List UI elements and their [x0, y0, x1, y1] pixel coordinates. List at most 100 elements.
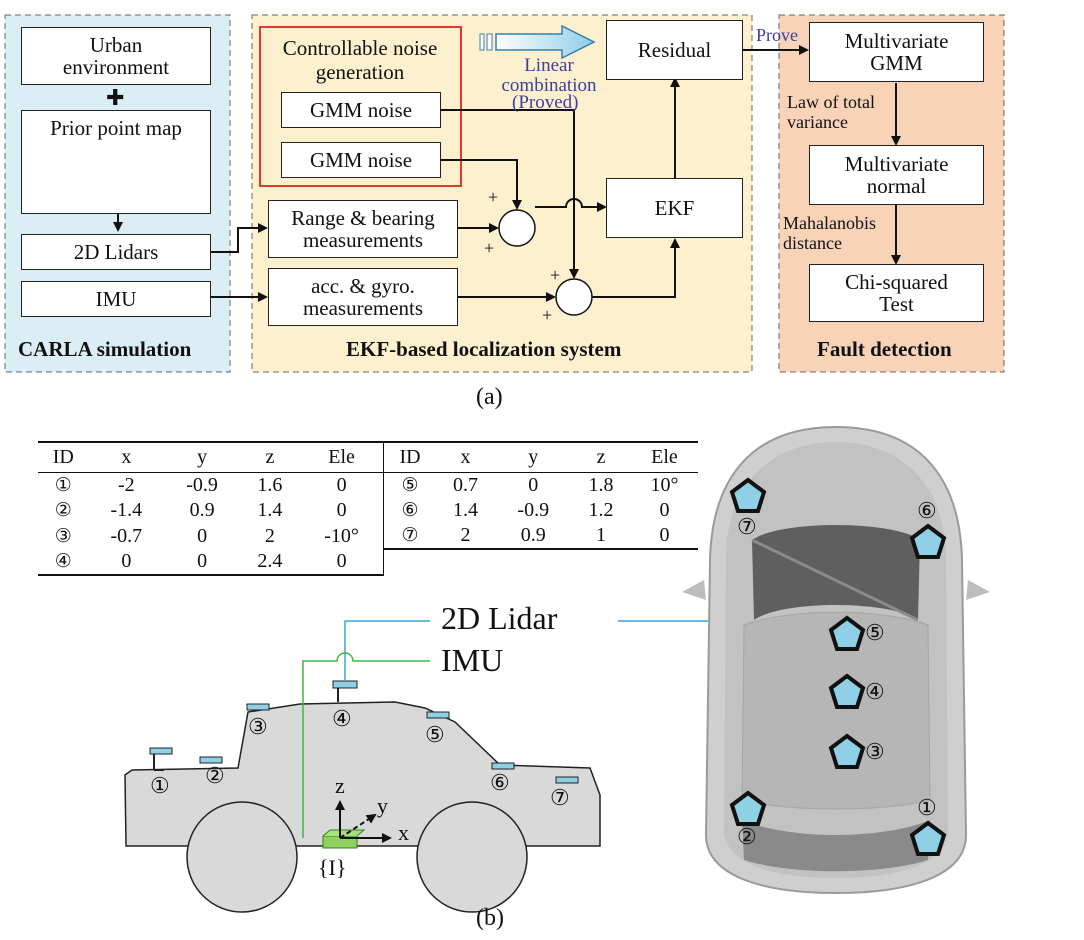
side-sensor-5: [426, 711, 450, 719]
residual-label: Residual: [637, 38, 712, 62]
table-cell: ⑥: [383, 498, 436, 523]
table-header: y: [164, 441, 240, 473]
table-header-row: ID x y z Ele ID x y z Ele: [38, 441, 698, 473]
table-cell: -2: [118, 474, 135, 496]
table-cell: -10°: [324, 524, 359, 547]
table-cell: [630, 548, 698, 575]
table-cell: 1: [596, 524, 607, 546]
top-sensor-2: [729, 790, 767, 826]
multivariate-gmm-box: Multivariate GMM: [809, 22, 984, 82]
side-sensor-7: [555, 776, 579, 784]
top-sensor-id-4: ④: [865, 679, 885, 704]
top-sensor-id-6: ⑥: [917, 498, 937, 523]
imu-frame-label: {I}: [318, 855, 347, 880]
table-header: y: [495, 441, 572, 473]
side-sensor-id-2: ②: [205, 763, 225, 788]
table-row: ④ 0 0 2.4 0: [38, 548, 698, 576]
linear-combination-arrow: [479, 24, 596, 60]
carla-title: CARLA simulation: [18, 337, 192, 361]
table-cell: 1.8: [588, 474, 614, 496]
car-top-view: [682, 425, 990, 895]
table-cell: 1.6: [257, 474, 283, 496]
top-sensor-id-3: ③: [865, 739, 885, 764]
table-cell: 2.4: [239, 549, 300, 576]
table-header: ID: [383, 441, 436, 473]
table-header: Ele: [299, 441, 384, 473]
ekf-box: EKF: [606, 178, 743, 238]
table-cell: 0.9: [520, 524, 546, 546]
table-cell: [495, 548, 572, 575]
side-sensor-1: [149, 747, 173, 771]
linear-combination-label: Linear combination: [501, 55, 597, 96]
table-cell: ⑦: [383, 523, 436, 549]
chi-squared-label: Chi-squared Test: [845, 270, 948, 316]
axis-x-label: x: [398, 820, 409, 845]
range-bearing-label: Range & bearing measurements: [291, 206, 435, 252]
prior-map-label: Prior point map: [50, 116, 182, 140]
table-row: ③ -0.7 0 2 -10° ⑦ 2 0.9 1 0: [38, 523, 698, 549]
acc-gyro-box: acc. & gyro. measurements: [268, 268, 458, 326]
axis-z-label: z: [335, 773, 345, 798]
residual-box: Residual: [606, 20, 743, 80]
sum-junction-2: [555, 278, 593, 316]
table-cell: -1.4: [110, 499, 143, 521]
table-header: z: [239, 441, 300, 473]
gmm-noise-1-box: GMM noise: [281, 92, 441, 128]
plus-sign-1a: +: [488, 187, 499, 207]
prove-label: Prove: [756, 25, 798, 45]
lidar-legend-line: [344, 620, 430, 680]
top-sensor-id-2: ②: [737, 824, 757, 849]
noise-group-title: Controllable noise generation: [282, 36, 438, 84]
table-cell: ②: [54, 500, 72, 521]
imu-legend-label: IMU: [441, 642, 504, 678]
table-cell: 10°: [650, 474, 679, 496]
top-sensor-5: [828, 615, 866, 651]
lidar-legend-label: 2D Lidar: [441, 600, 558, 636]
top-sensor-6: [909, 523, 947, 559]
range-bearing-box: Range & bearing measurements: [268, 200, 458, 258]
table-cell: ①: [54, 475, 72, 496]
gmm-noise-1-label: GMM noise: [309, 98, 413, 122]
table-row: ① -2 -0.9 1.6 0 ⑤ 0.7 0 1.8 10°: [38, 472, 698, 498]
table-cell: 1.4: [452, 499, 478, 521]
table-cell: -0.9: [186, 474, 218, 496]
ekf-label: EKF: [654, 196, 695, 220]
caption-b: (b): [476, 905, 504, 931]
side-sensor-id-1: ①: [150, 773, 170, 798]
table-cell: 0: [336, 474, 347, 496]
noise-group: [259, 26, 462, 187]
sensor-table: ID x y z Ele ID x y z Ele ① -2 -0.9 1.6 …: [38, 441, 698, 576]
side-sensor-6: [491, 762, 515, 770]
table-cell: 0: [164, 549, 240, 576]
chi-squared-box: Chi-squared Test: [809, 264, 984, 322]
sum-junction-1: [498, 209, 536, 247]
caption-a: (a): [476, 384, 503, 410]
side-sensor-2: [199, 756, 223, 764]
top-sensor-id-1: ①: [917, 795, 937, 820]
imu-legend-line: [302, 652, 430, 838]
urban-environment-label: Urban environment: [62, 33, 170, 79]
table-cell: 1.2: [588, 499, 614, 521]
table-cell: -0.9: [517, 499, 550, 521]
urban-environment-box: Urban environment: [21, 27, 211, 85]
multivariate-normal-label: Multivariate normal: [844, 152, 949, 198]
table-cell: ④: [38, 549, 89, 576]
table-cell: 0: [197, 524, 208, 547]
side-sensor-id-6: ⑥: [490, 770, 510, 795]
side-sensor-id-3: ③: [248, 714, 268, 739]
table-header: ID: [38, 441, 89, 473]
lidars-box: 2D Lidars: [21, 234, 211, 270]
side-sensor-3: [246, 703, 270, 711]
side-sensor-id-7: ⑦: [550, 785, 570, 810]
table-row: ② -1.4 0.9 1.4 0 ⑥ 1.4 -0.9 1.2 0: [38, 498, 698, 523]
side-sensor-id-5: ⑤: [425, 722, 445, 747]
table-cell: 1.4: [257, 499, 283, 521]
table-cell: 2: [460, 524, 471, 546]
gmm-noise-2-box: GMM noise: [281, 142, 441, 178]
ekf-system-title: EKF-based localization system: [346, 337, 622, 361]
law-total-variance-label: Law of total variance: [787, 92, 875, 132]
table-cell: 0: [659, 499, 670, 521]
table-cell: 0.9: [189, 499, 215, 521]
table-cell: 0: [299, 549, 385, 576]
top-sensor-id-5: ⑤: [865, 620, 885, 645]
